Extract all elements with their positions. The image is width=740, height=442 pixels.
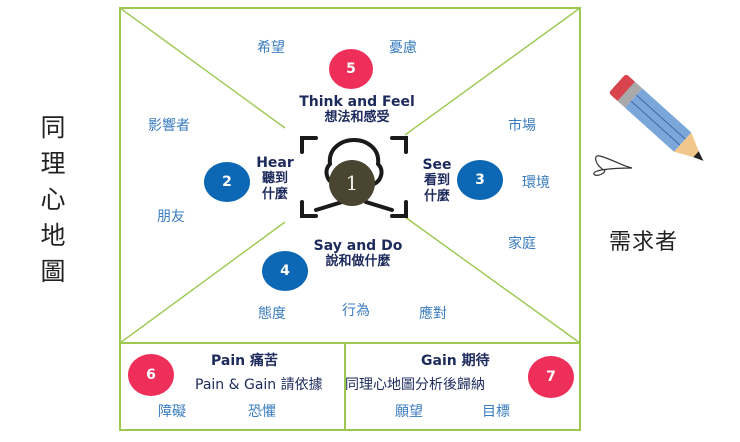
persona-label: 需求者 bbox=[609, 230, 679, 255]
see-label: See 看到 什麼 bbox=[417, 157, 457, 205]
think-feel-label-en: Think and Feel bbox=[299, 94, 415, 110]
keyword-market: 市場 bbox=[508, 118, 536, 134]
section-number-7: 7 bbox=[528, 356, 574, 398]
pain-heading: Pain 痛苦 bbox=[211, 353, 278, 369]
think-feel-label: Think and Feel 想法和感受 bbox=[297, 94, 417, 126]
keyword-behavior: 行為 bbox=[342, 303, 370, 319]
keyword-worry: 憂慮 bbox=[389, 40, 417, 56]
section-number-6: 6 bbox=[128, 354, 174, 396]
section-number-4: 4 bbox=[262, 251, 308, 291]
keyword-response: 應對 bbox=[419, 306, 447, 322]
section-number-5: 5 bbox=[329, 49, 373, 89]
say-do-label-zh: 說和做什麼 bbox=[325, 254, 391, 269]
section-number-1: 1 bbox=[329, 160, 375, 206]
see-label-en: See bbox=[422, 157, 452, 173]
hear-label-en: Hear bbox=[256, 155, 294, 171]
keyword-family: 家庭 bbox=[508, 236, 536, 252]
gain-heading: Gain 期待 bbox=[421, 353, 490, 369]
title-char: 心 bbox=[40, 185, 66, 214]
pain-note: Pain & Gain 請依據 bbox=[195, 377, 323, 393]
keyword-friends: 朋友 bbox=[157, 209, 185, 225]
hear-label-zh: 聽到 bbox=[261, 171, 288, 186]
title-char: 同 bbox=[40, 113, 66, 142]
pencil-icon bbox=[593, 74, 704, 176]
keyword-fear: 恐懼 bbox=[248, 404, 276, 420]
hear-label: Hear 聽到 什麼 bbox=[253, 155, 297, 203]
say-do-label: Say and Do 說和做什麼 bbox=[312, 238, 404, 270]
keyword-aspiration: 願望 bbox=[395, 404, 423, 420]
title-char: 理 bbox=[40, 149, 66, 178]
keyword-goal: 目標 bbox=[482, 404, 510, 420]
section-number-3: 3 bbox=[457, 160, 503, 200]
section-number-2: 2 bbox=[204, 162, 250, 202]
see-label-zh: 什麼 bbox=[423, 189, 450, 204]
see-label-zh: 看到 bbox=[423, 173, 450, 188]
keyword-influencer: 影響者 bbox=[148, 118, 190, 134]
title-char: 圖 bbox=[40, 257, 66, 286]
gain-note: 同理心地圖分析後歸納 bbox=[345, 377, 485, 393]
keyword-environment: 環境 bbox=[522, 175, 550, 191]
keyword-hope: 希望 bbox=[257, 40, 285, 56]
diagram-title: 同 理 心 地 圖 bbox=[38, 110, 68, 290]
think-feel-label-zh: 想法和感受 bbox=[324, 110, 390, 125]
title-char: 地 bbox=[40, 221, 66, 250]
keyword-attitude: 態度 bbox=[258, 306, 286, 322]
hear-label-zh: 什麼 bbox=[261, 187, 288, 202]
say-do-label-en: Say and Do bbox=[313, 238, 403, 254]
keyword-obstacle: 障礙 bbox=[158, 404, 186, 420]
